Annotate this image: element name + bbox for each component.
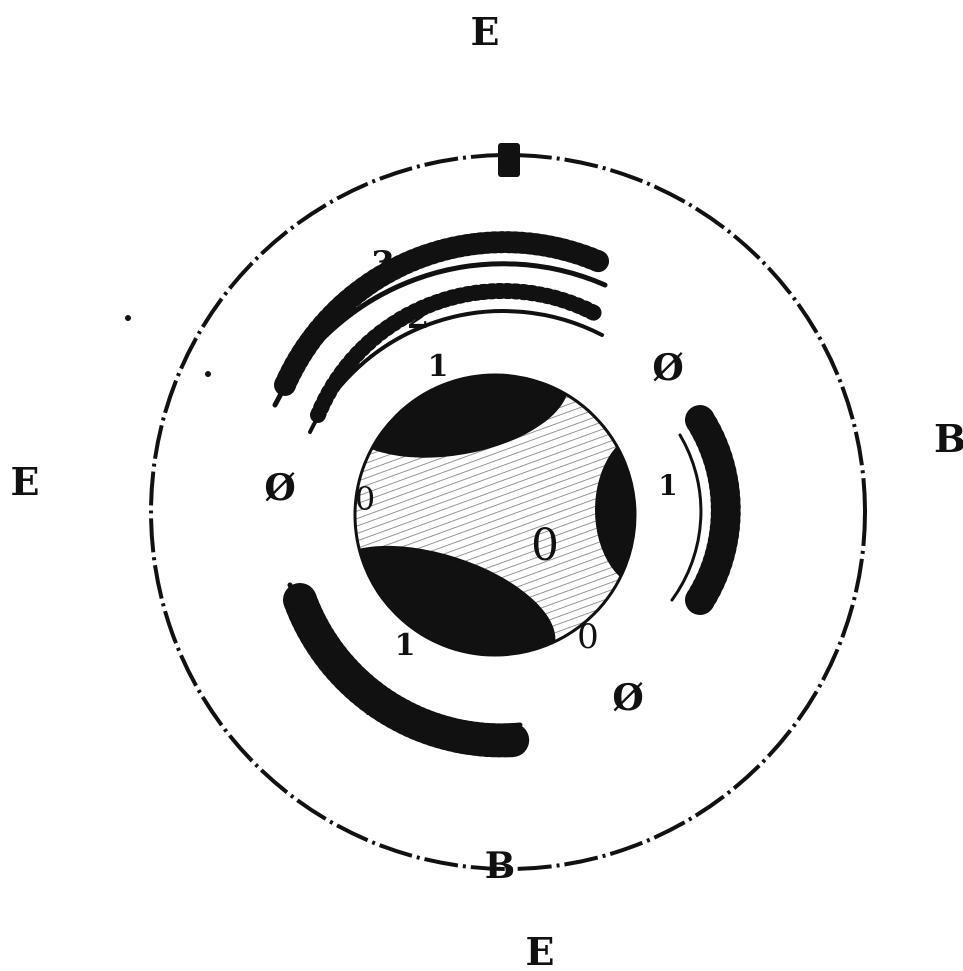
top-circle-mark bbox=[498, 143, 520, 177]
zone-number-1-lower: 1 bbox=[395, 628, 416, 663]
label-top: E bbox=[471, 9, 500, 54]
zone-number-2-lower: 2 bbox=[365, 688, 386, 723]
left-edge-zero: 0 bbox=[355, 480, 375, 518]
label-bottom: E bbox=[526, 929, 555, 971]
zone-number-2-upper: 2 bbox=[407, 298, 429, 336]
center-zero: 0 bbox=[531, 520, 559, 571]
label-left: E bbox=[11, 459, 40, 504]
zone-number-1-right: 1 bbox=[658, 469, 677, 502]
speck bbox=[205, 371, 211, 377]
null-symbol-left: Ø bbox=[264, 467, 295, 509]
lower-right-zero: 0 bbox=[577, 617, 599, 657]
speck bbox=[125, 315, 131, 321]
null-symbol-lower-right: Ø bbox=[612, 677, 643, 719]
zone-number-2-right: 2 bbox=[712, 485, 733, 520]
null-symbol-upper-right: Ø bbox=[652, 347, 683, 389]
bottom-circle-mark: B bbox=[485, 845, 515, 887]
zone-number-1-upper: 1 bbox=[428, 349, 449, 384]
label-right: B bbox=[934, 416, 963, 461]
zone-number-3: 3 bbox=[371, 244, 395, 284]
